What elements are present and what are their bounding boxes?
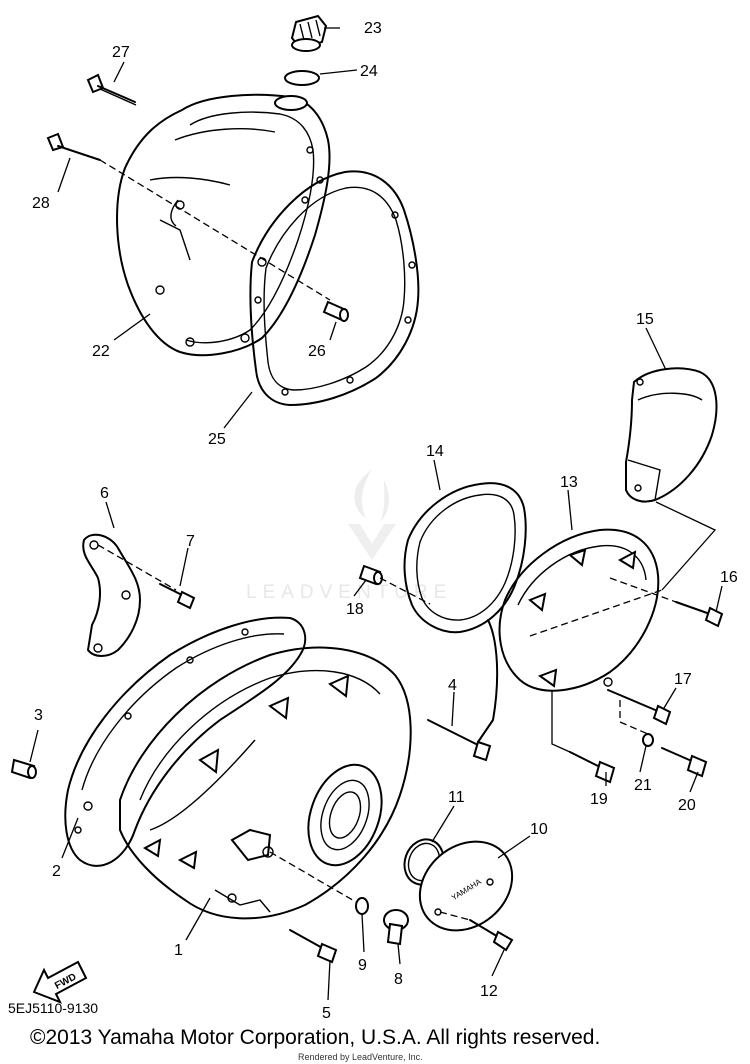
callout-2: 2: [52, 863, 61, 880]
callout-26: 26: [308, 343, 326, 360]
part-26-dowel: [322, 300, 349, 322]
callout-5: 5: [322, 1005, 331, 1022]
part-10-emblem-cover: YAMAHA: [418, 840, 514, 932]
watermark-text: LEADVENTURE: [246, 582, 452, 603]
fwd-arrow-icon: FWD: [32, 960, 88, 1004]
callout-10: 10: [530, 821, 548, 838]
part-25-gasket: [249, 170, 420, 406]
callout-27: 27: [112, 44, 130, 61]
copyright-notice: ©2013 Yamaha Motor Corporation, U.S.A. A…: [30, 1026, 601, 1049]
part-8-plug: [383, 909, 409, 946]
part-22-outer-cover: [116, 93, 331, 357]
callout-23: 23: [364, 20, 382, 37]
cover-1-axis: [269, 851, 357, 903]
callout-3: 3: [34, 707, 43, 724]
part-3-dowel: [10, 758, 37, 780]
part-4-bolt: [427, 719, 492, 762]
callout-15: 15: [636, 311, 654, 328]
callout-25: 25: [208, 431, 226, 448]
callout-14: 14: [426, 443, 444, 460]
callout-13: 13: [560, 474, 578, 491]
part-24-o-ring: [284, 70, 320, 86]
bolt-19-connector: [551, 690, 571, 753]
bolt-16-axis: [609, 577, 677, 603]
rendered-by-credit: Rendered by LeadVenture, Inc.: [298, 1052, 423, 1062]
callout-16: 16: [720, 569, 738, 586]
screw-12-axis: [439, 911, 471, 921]
callout-6: 6: [100, 485, 109, 502]
callout-11: 11: [448, 789, 465, 806]
part-18-dowel: [358, 564, 383, 586]
part-28-bolt: [46, 132, 101, 161]
cover-15-connector: [655, 501, 717, 591]
callout-8: 8: [394, 971, 403, 988]
bolt-28-axis: [99, 159, 331, 301]
part-14-gasket: [403, 482, 527, 634]
callout-17: 17: [674, 671, 692, 688]
part-19-bolt: [569, 751, 616, 784]
part-13-cover: [477, 528, 660, 743]
callout-18: 18: [346, 601, 364, 618]
leadventure-watermark: LEADVENTURE: [246, 468, 452, 603]
leader-lines: [29, 27, 723, 1001]
part-20-bolt: [661, 747, 708, 778]
dowel-18-axis: [379, 577, 431, 605]
part-5-bolt: [289, 929, 338, 964]
callout-24: 24: [360, 63, 378, 80]
part-9-washer: [355, 897, 369, 915]
washer-21-axis: [619, 700, 649, 735]
part-7-bolt: [159, 583, 196, 610]
callout-28: 28: [32, 195, 50, 212]
callout-12: 12: [480, 983, 498, 1000]
bolt-7-axis: [97, 544, 177, 591]
part-12-screw: [469, 919, 514, 952]
cover-13-axis: [529, 589, 663, 637]
diagram-code: 5EJ5110-9130: [8, 1000, 99, 1016]
callout-9: 9: [358, 957, 367, 974]
part-17-bolt: [607, 689, 672, 726]
callout-1: 1: [174, 942, 183, 959]
callout-7: 7: [186, 533, 195, 550]
callout-4: 4: [448, 677, 457, 694]
callout-20: 20: [678, 797, 696, 814]
part-2-gasket: [64, 616, 307, 867]
callout-21: 21: [634, 777, 652, 794]
part-15-cover: [625, 367, 718, 503]
part-27-bolt: [86, 73, 137, 106]
part-23-filler-cap: [290, 14, 328, 52]
part-21-washer: [642, 733, 654, 747]
callout-19: 19: [590, 791, 608, 808]
part-1-crankcase-cover: [119, 646, 412, 920]
callout-22: 22: [92, 343, 110, 360]
part-16-bolt: [675, 601, 724, 628]
callout-numbers: 1 2 3 4 5 6 7 8 9 10 11 12 13 14 15 16 1…: [32, 20, 738, 1022]
